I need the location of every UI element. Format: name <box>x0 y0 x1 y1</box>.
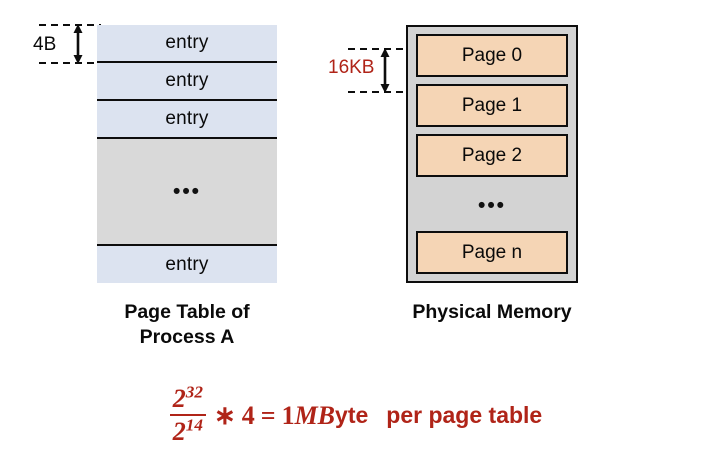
formula-fraction: 232 214 <box>169 383 206 446</box>
formula-multiply-operator: ∗ <box>213 400 236 430</box>
formula-equals-operator: = <box>260 400 276 430</box>
formula-numerator: 232 <box>170 383 206 414</box>
page-table-rows: entry entry entry ••• entry <box>97 25 277 283</box>
physical-memory-diagram: Page 0 Page 1 Page 2 ••• Page n <box>406 25 578 283</box>
formula-denominator-exponent: 14 <box>185 415 203 435</box>
physical-page-label: Page 1 <box>461 94 523 116</box>
formula-denominator: 214 <box>169 414 206 446</box>
physical-memory-pages: Page 0 Page 1 Page 2 ••• Page n <box>406 25 578 283</box>
physical-memory-ellipsis: ••• <box>477 194 507 217</box>
page-table-row: entry <box>97 63 277 101</box>
page-table-entry-size-dimension: 4B <box>33 20 103 72</box>
formula-result-number: 1 <box>281 400 295 430</box>
physical-page-box: Page n <box>416 231 568 274</box>
page-table-ellipsis-row: ••• <box>97 139 277 246</box>
page-table-caption: Page Table of Process A <box>77 300 297 350</box>
page-table-row-label: entry <box>165 253 209 275</box>
physical-page-label: Page 2 <box>461 144 523 166</box>
dimension-arrow-16kb-svg <box>348 48 408 93</box>
formula-numerator-base: 2 <box>172 384 186 413</box>
page-table-row-label: entry <box>165 108 209 129</box>
physical-page-size-dimension: 16KB <box>328 44 410 100</box>
physical-page-label: Page 0 <box>461 44 523 66</box>
formula-trailing-text: per page table <box>386 402 543 428</box>
formula-result-unit-suffix: yte <box>335 402 369 428</box>
physical-page-box: Page 0 <box>416 34 568 77</box>
page-table-ellipsis: ••• <box>172 180 202 203</box>
physical-page-label: Page n <box>461 241 523 263</box>
page-table-row: entry <box>97 25 277 63</box>
page-table-diagram: entry entry entry ••• entry <box>97 25 277 283</box>
physical-page-box: Page 1 <box>416 84 568 127</box>
page-table-row: entry <box>97 246 277 283</box>
formula-numerator-exponent: 32 <box>185 382 203 402</box>
page-table-row: entry <box>97 101 277 139</box>
dimension-label-16kb: 16KB <box>328 57 375 78</box>
page-table-caption-line1: Page Table of <box>124 301 250 323</box>
physical-memory-caption: Physical Memory <box>412 301 572 323</box>
dimension-arrow-4b-svg <box>39 24 101 64</box>
page-table-caption-line2: Process A <box>139 325 235 348</box>
page-table-row-label: entry <box>165 32 209 53</box>
physical-page-box: Page 2 <box>416 134 568 177</box>
page-table-row-label: entry <box>165 70 209 91</box>
formula-result-unit-prefix: MB <box>294 400 336 430</box>
formula-multiplier: 4 <box>241 400 255 430</box>
physical-memory-ellipsis-region: ••• <box>416 184 568 227</box>
dimension-label-4b: 4B <box>33 34 57 55</box>
formula-denominator-base: 2 <box>172 417 186 446</box>
